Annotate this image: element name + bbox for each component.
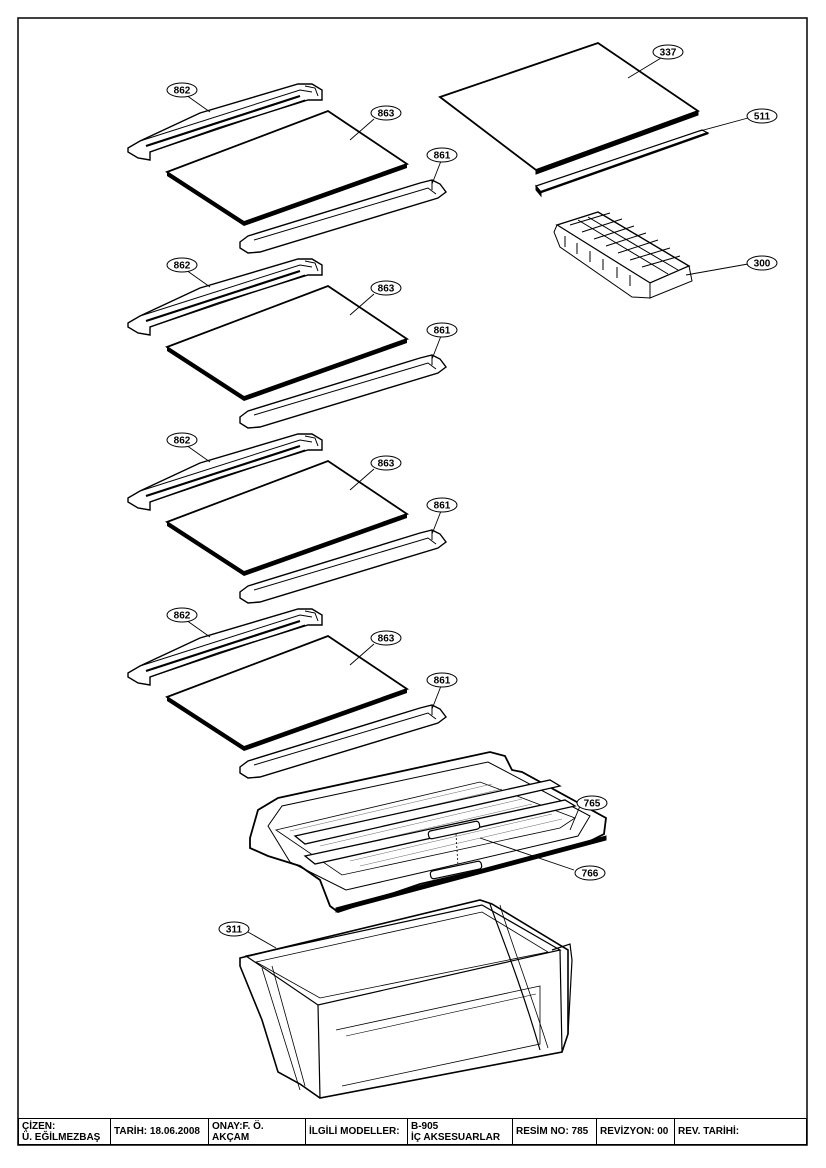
drawing-number-cell: RESİM NO: 785	[513, 1119, 597, 1144]
callout-300: 300	[746, 255, 778, 271]
revision-date-label: REV. TARİHİ:	[678, 1126, 740, 1137]
svg-text:311: 311	[226, 925, 243, 936]
svg-text:861: 861	[434, 676, 451, 687]
callout-861-1: 861	[426, 147, 458, 163]
revision-date-cell: REV. TARİHİ:	[675, 1119, 806, 1144]
callout-861-3: 861	[426, 497, 458, 513]
svg-text:863: 863	[378, 109, 395, 120]
crisper-cover	[249, 751, 607, 914]
callout-862-2: 862	[166, 257, 198, 273]
drawing-border	[17, 17, 808, 1146]
model-number: B-905	[411, 1120, 439, 1132]
svg-text:862: 862	[174, 611, 191, 622]
callout-863-3: 863	[370, 455, 402, 471]
revision-cell: REVİZYON: 00	[597, 1119, 675, 1144]
date-cell: TARİH: 18.06.2008	[111, 1119, 209, 1144]
svg-text:863: 863	[378, 634, 395, 645]
svg-text:861: 861	[434, 501, 451, 512]
svg-text:863: 863	[378, 459, 395, 470]
callout-863-1: 863	[370, 105, 402, 121]
svg-text:862: 862	[174, 436, 191, 447]
revision-text: REVİZYON: 00	[600, 1126, 669, 1137]
svg-text:861: 861	[434, 326, 451, 337]
title-block: ÇİZEN: Ü. EĞİLMEZBAŞ TARİH: 18.06.2008 O…	[18, 1118, 807, 1145]
freezer-glass-shelf	[438, 42, 700, 175]
callout-861-2: 861	[426, 322, 458, 338]
ice-cube-tray	[553, 211, 693, 299]
svg-text:862: 862	[174, 86, 191, 97]
callout-863-2: 863	[370, 280, 402, 296]
callout-861-4: 861	[426, 672, 458, 688]
callout-862-1: 862	[166, 82, 198, 98]
approved-text: ONAY:F. Ö. AKÇAM	[212, 1120, 264, 1143]
svg-text:766: 766	[582, 869, 599, 880]
callout-862-4: 862	[166, 607, 198, 623]
svg-text:861: 861	[434, 151, 451, 162]
related-models-label: İLGİLİ MODELLER:	[309, 1126, 400, 1137]
crisper-drawer	[239, 899, 573, 1099]
callout-311: 311	[218, 921, 250, 937]
approved-cell: ONAY:F. Ö. AKÇAM	[209, 1119, 306, 1144]
callout-862-3: 862	[166, 432, 198, 448]
svg-text:337: 337	[660, 48, 677, 59]
svg-text:765: 765	[584, 799, 601, 810]
callout-766: 766	[574, 865, 606, 881]
shelf-front-strip	[534, 129, 710, 198]
drawing-number: RESİM NO: 785	[516, 1126, 589, 1137]
callout-863-4: 863	[370, 630, 402, 646]
date-text: TARİH: 18.06.2008	[114, 1126, 200, 1137]
leader-lines	[185, 54, 749, 949]
svg-text:862: 862	[174, 261, 191, 272]
svg-text:863: 863	[378, 284, 395, 295]
related-models-cell: İLGİLİ MODELLER:	[306, 1119, 408, 1144]
callouts: 337 511 300 862 863 861 862 863 861 862 …	[166, 44, 778, 937]
model-cell: B-905 İÇ AKSESUARLAR	[408, 1119, 513, 1144]
callout-337: 337	[652, 44, 684, 60]
model-description: İÇ AKSESUARLAR	[411, 1131, 501, 1143]
callout-765: 765	[576, 795, 608, 811]
drawn-by-name: Ü. EĞİLMEZBAŞ	[22, 1131, 101, 1143]
callout-511: 511	[746, 108, 778, 124]
svg-text:511: 511	[754, 112, 771, 123]
svg-text:300: 300	[754, 259, 771, 270]
drawn-by-cell: ÇİZEN: Ü. EĞİLMEZBAŞ	[19, 1119, 111, 1144]
drawn-by-label: ÇİZEN:	[22, 1120, 56, 1132]
